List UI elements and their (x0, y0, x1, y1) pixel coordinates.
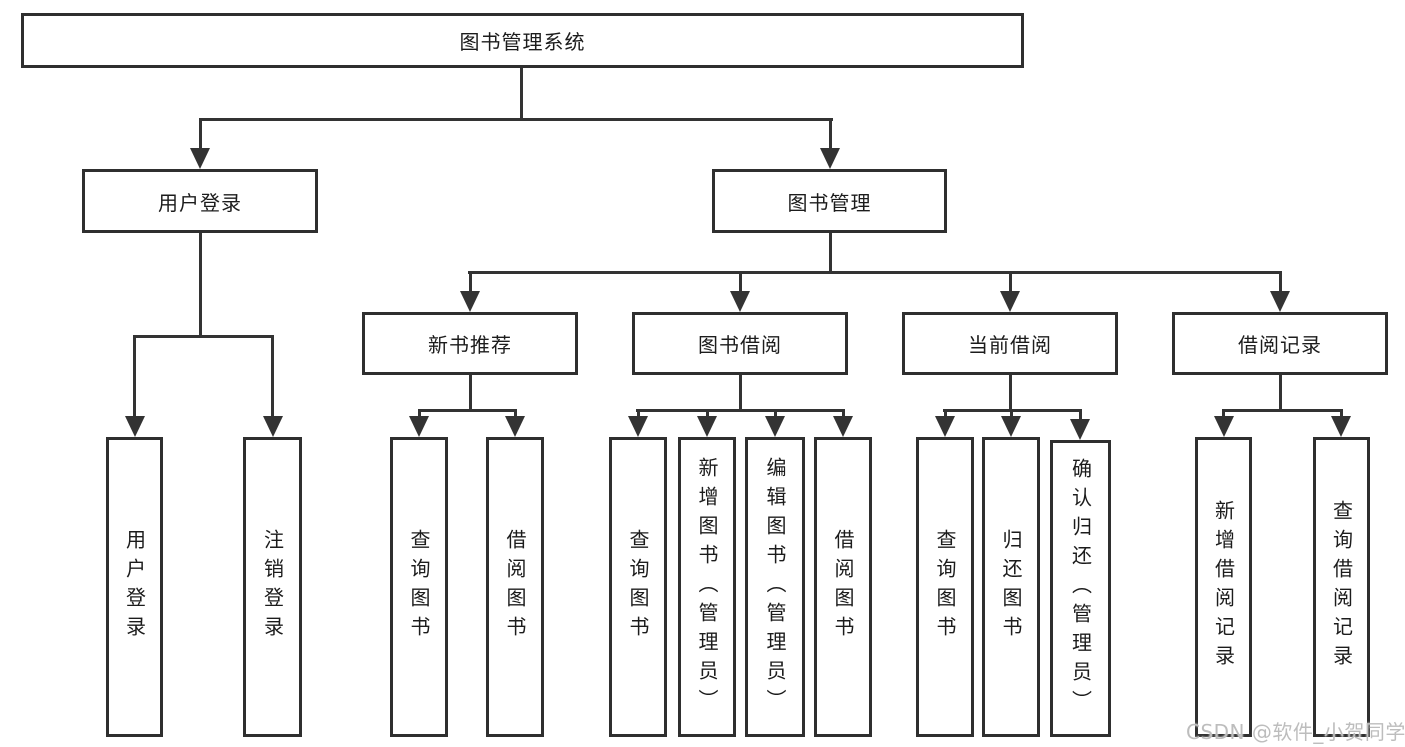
leaf-borrow-book-label: 借阅图书 (831, 529, 855, 645)
node-current-borrow: 当前借阅 (902, 312, 1118, 375)
leaf-add-borrow-record: 新增借阅记录 (1195, 437, 1252, 737)
connector-line (520, 68, 523, 121)
leaf-add-borrow-record-label: 新增借阅记录 (1211, 500, 1236, 674)
arrow-down-icon (820, 148, 840, 169)
node-root: 图书管理系统 (21, 13, 1024, 68)
connector-line (636, 409, 844, 412)
connector-line (706, 409, 709, 417)
leaf-user-login-label: 用户登录 (122, 529, 147, 645)
node-book-borrow: 图书借阅 (632, 312, 848, 375)
arrow-down-icon (1214, 416, 1234, 437)
arrow-down-icon (190, 148, 210, 169)
leaf-query-book-rec: 查询图书 (390, 437, 448, 737)
leaf-query-book-current-label: 查询图书 (933, 529, 957, 645)
connector-line (829, 121, 832, 149)
node-new-book-rec: 新书推荐 (362, 312, 578, 375)
connector-line (133, 338, 136, 416)
arrow-down-icon (409, 416, 429, 437)
arrow-down-icon (833, 416, 853, 437)
leaf-logout-label: 注销登录 (260, 529, 285, 645)
leaf-query-borrow-record: 查询借阅记录 (1313, 437, 1370, 737)
arrow-down-icon (730, 291, 750, 312)
leaf-borrow-book-rec: 借阅图书 (486, 437, 544, 737)
connector-line (1009, 375, 1012, 411)
leaf-logout: 注销登录 (243, 437, 302, 737)
leaf-borrow-book: 借阅图书 (814, 437, 872, 737)
node-borrow-records-label: 借阅记录 (1238, 333, 1322, 357)
arrow-down-icon (1270, 291, 1290, 312)
connector-line (418, 409, 517, 412)
connector-line (1279, 375, 1282, 411)
node-book-mgmt-label: 图书管理 (787, 190, 872, 215)
connector-line (1010, 409, 1013, 417)
connector-line (469, 274, 472, 292)
leaf-edit-book-admin-label: 编辑图书（管理员） (763, 456, 787, 718)
arrow-down-icon (263, 416, 283, 437)
connector-line (199, 118, 833, 121)
leaf-user-login: 用户登录 (106, 437, 163, 737)
connector-line (774, 409, 777, 417)
leaf-query-book-current: 查询图书 (916, 437, 974, 737)
connector-line (468, 271, 1282, 274)
arrow-down-icon (125, 416, 145, 437)
connector-line (133, 335, 274, 338)
leaf-return-book: 归还图书 (982, 437, 1040, 737)
leaf-add-book-admin-label: 新增图书（管理员） (695, 456, 719, 718)
leaf-add-book-admin: 新增图书（管理员） (678, 437, 736, 737)
arrow-down-icon (505, 416, 525, 437)
connector-line (1009, 274, 1012, 292)
node-user-login-group: 用户登录 (82, 169, 318, 233)
arrow-down-icon (765, 416, 785, 437)
connector-line (829, 233, 832, 274)
leaf-query-book-rec-label: 查询图书 (407, 529, 431, 645)
leaf-query-book-borrow-label: 查询图书 (626, 529, 650, 645)
node-current-borrow-label: 当前借阅 (968, 333, 1052, 357)
node-root-label: 图书管理系统 (459, 30, 586, 54)
connector-line (418, 409, 421, 417)
arrow-down-icon (1000, 291, 1020, 312)
connector-line (739, 274, 742, 292)
connector-line (469, 375, 472, 411)
node-borrow-records: 借阅记录 (1172, 312, 1388, 375)
arrow-down-icon (1070, 419, 1090, 440)
leaf-confirm-return-admin-label: 确认归还（管理员） (1068, 458, 1093, 719)
arrow-down-icon (628, 416, 648, 437)
connector-line (1222, 409, 1343, 412)
connector-line (1340, 409, 1343, 417)
leaf-query-book-borrow: 查询图书 (609, 437, 667, 737)
csdn-watermark: CSDN @软件_小贺同学 (1186, 720, 1405, 744)
leaf-borrow-book-rec-label: 借阅图书 (503, 529, 527, 645)
arrow-down-icon (1001, 416, 1021, 437)
node-new-book-rec-label: 新书推荐 (428, 333, 512, 357)
leaf-edit-book-admin: 编辑图书（管理员） (745, 437, 805, 737)
connector-line (271, 338, 274, 416)
node-user-login-group-label: 用户登录 (158, 190, 242, 215)
leaf-return-book-label: 归还图书 (999, 529, 1023, 645)
connector-line (199, 121, 202, 149)
connector-line (1222, 409, 1225, 417)
connector-line (1279, 274, 1282, 292)
node-book-borrow-label: 图书借阅 (698, 333, 782, 357)
leaf-confirm-return-admin: 确认归还（管理员） (1050, 440, 1111, 737)
connector-line (514, 409, 517, 417)
connector-line (199, 233, 202, 336)
arrow-down-icon (697, 416, 717, 437)
connector-line (1079, 409, 1082, 419)
connector-line (842, 409, 845, 417)
node-book-mgmt: 图书管理 (712, 169, 947, 233)
arrow-down-icon (460, 291, 480, 312)
connector-line (944, 409, 947, 417)
connector-line (739, 375, 742, 411)
arrow-down-icon (935, 416, 955, 437)
arrow-down-icon (1331, 416, 1351, 437)
connector-line (637, 409, 640, 417)
leaf-query-borrow-record-label: 查询借阅记录 (1329, 500, 1354, 674)
